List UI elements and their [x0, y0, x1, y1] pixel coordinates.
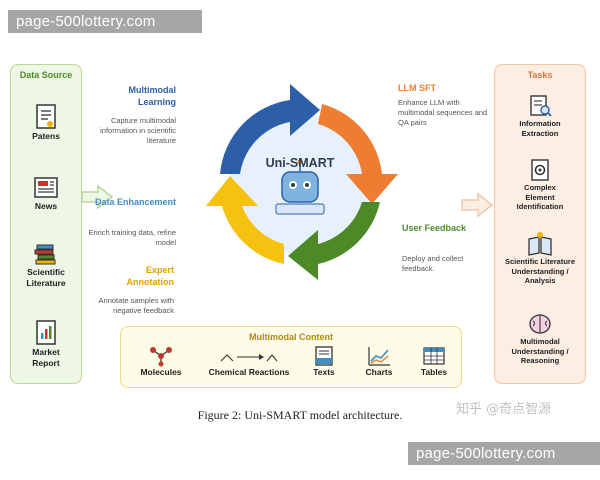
- robot-icon: [275, 159, 325, 215]
- credit-text: 知乎 @奇点智源: [456, 402, 552, 417]
- content-label: Molecules: [140, 367, 182, 377]
- stage-desc-llm-sft: Enhance LLM with multimodal sequences an…: [398, 98, 488, 127]
- right-arrow-icon: [81, 184, 114, 210]
- stage-desc-expert-annotation: Annotate samples with negative feedback: [98, 296, 174, 315]
- text-file-icon: [315, 346, 333, 366]
- stage-title-llm-sft: LLM SFT: [398, 83, 436, 93]
- stage-desc-user-feedback: Deploy and collect feedback.: [402, 254, 464, 273]
- task-label: Scientific Literature Understanding / An…: [504, 257, 576, 285]
- task-complex-element-identification: Complex Element Identification: [495, 157, 585, 212]
- open-book-icon: [528, 232, 552, 256]
- source-label: Patens: [32, 131, 60, 141]
- figure-caption: Figure 2: Uni-SMART model architecture.: [197, 408, 403, 422]
- stage-title-user-feedback: User Feedback: [402, 223, 467, 233]
- task-label: Information Extraction: [519, 119, 561, 138]
- stage-desc-multimodal-learning: Capture multimodal information in scient…: [100, 116, 176, 145]
- right-arrow-icon: [461, 192, 494, 218]
- multimodal-learning-arrow: [220, 84, 320, 174]
- molecule-icon: [150, 347, 172, 367]
- tasks-title: Tasks: [527, 70, 553, 80]
- reaction-scheme-icon: [220, 354, 278, 362]
- center-title: Uni-SMART: [265, 156, 335, 170]
- table-icon: [423, 347, 445, 365]
- task-multimodal-understanding: Multimodal Understanding / Reasoning: [495, 311, 585, 366]
- document-icon: [36, 104, 56, 129]
- cycle-diagram: [206, 84, 398, 280]
- multimodal-content-title: Multimodal Content: [249, 332, 333, 342]
- source-label: News: [34, 201, 58, 211]
- source-market-report: Market Report: [11, 319, 81, 369]
- tasks-panel: Tasks Information Extraction Complex Ele…: [494, 64, 586, 384]
- content-molecules: Molecules: [135, 345, 187, 377]
- gear-document-icon: [531, 159, 549, 181]
- data-source-panel: Data Source Patens News Scientific: [10, 64, 82, 384]
- data-source-title: Data Source: [19, 70, 73, 80]
- stage-title-data-enhancement: Data Enhancement: [94, 197, 176, 207]
- content-label: Tables: [420, 367, 448, 377]
- source-patens: Patens: [11, 103, 81, 142]
- content-charts: Charts: [357, 345, 401, 377]
- watermark-top: page-500lottery.com: [8, 10, 202, 33]
- llm-sft-arrow: [318, 104, 398, 204]
- task-label: Complex Element Identification: [516, 183, 564, 211]
- content-chemical-reactions: Chemical Reactions: [199, 345, 299, 377]
- expert-annotation-arrow: [206, 176, 284, 264]
- content-tables: Tables: [411, 345, 457, 377]
- source-label: Market Report: [32, 347, 60, 368]
- content-label: Charts: [365, 367, 393, 377]
- stage-desc-data-enhancement: Enrich training data, refine model: [88, 228, 176, 247]
- content-label: Chemical Reactions: [208, 367, 290, 377]
- content-texts: Texts: [303, 345, 345, 377]
- task-label: Multimodal Understanding / Reasoning: [511, 337, 569, 365]
- brain-icon: [529, 314, 551, 334]
- stage-title-multimodal-learning: Multimodal Learning: [128, 85, 177, 107]
- report-chart-icon: [36, 320, 56, 345]
- source-label: Scientific Literature: [26, 267, 66, 288]
- multimodal-content-panel: Multimodal Content Molecules Chemical Re…: [120, 326, 462, 388]
- books-icon: [34, 244, 56, 265]
- content-label: Texts: [313, 367, 335, 377]
- stage-title-expert-annotation: Expert Annotation: [126, 265, 175, 287]
- newspaper-icon: [34, 177, 58, 198]
- source-scientific-literature: Scientific Literature: [11, 241, 81, 289]
- line-chart-icon: [368, 347, 390, 366]
- user-feedback-arrow: [288, 202, 380, 280]
- task-information-extraction: Information Extraction: [495, 93, 585, 138]
- source-news: News: [11, 175, 81, 212]
- document-search-icon: [530, 95, 552, 117]
- watermark-bottom: page-500lottery.com: [408, 442, 600, 465]
- task-scientific-literature-understanding: Scientific Literature Understanding / An…: [495, 231, 585, 286]
